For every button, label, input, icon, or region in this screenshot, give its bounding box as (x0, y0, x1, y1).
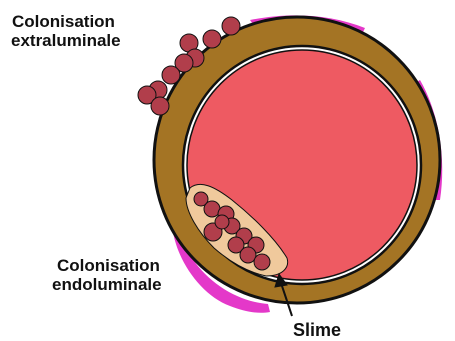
bacterium (215, 215, 229, 229)
bacterium (162, 66, 180, 84)
label-extraluminal-line2: extraluminale (11, 31, 121, 50)
bacterium (240, 247, 256, 263)
bacterium (203, 30, 221, 48)
label-extraluminal-line1: Colonisation (12, 12, 115, 31)
label-endoluminal-line2: endoluminale (52, 275, 162, 294)
bacterium (254, 254, 270, 270)
label-endoluminal-line1: Colonisation (57, 256, 160, 275)
label-slime: Slime (293, 320, 341, 340)
bacterium (151, 97, 169, 115)
bacterium (222, 17, 240, 35)
